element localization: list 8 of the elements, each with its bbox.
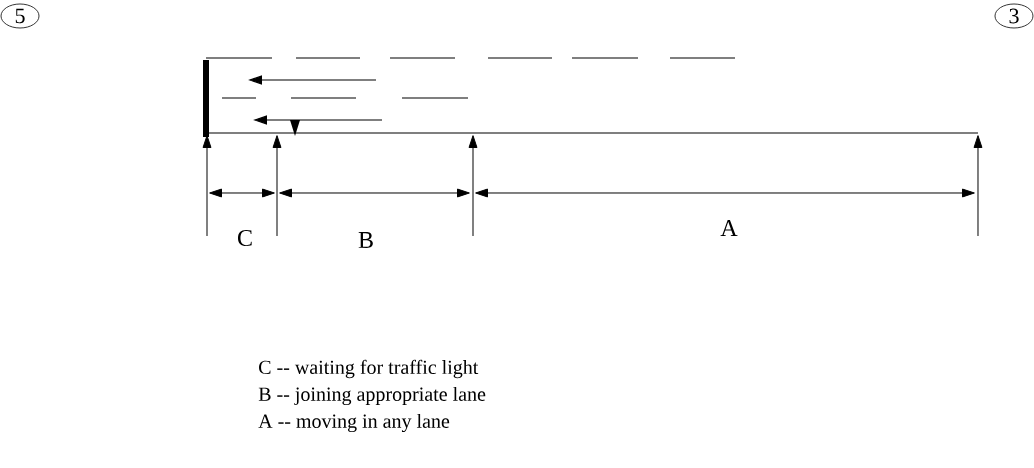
dimension-label: A (720, 220, 738, 236)
legend-text: A -- moving in any lane (258, 413, 450, 433)
dimension-label: C (238, 229, 252, 247)
legend-text: B -- joining appropriate lane (258, 386, 486, 406)
callout-number: 3 (994, 3, 1034, 29)
dimension-label: B (358, 232, 373, 248)
callout-number: 5 (0, 3, 40, 29)
legend-text: C -- waiting for traffic light (259, 359, 479, 379)
